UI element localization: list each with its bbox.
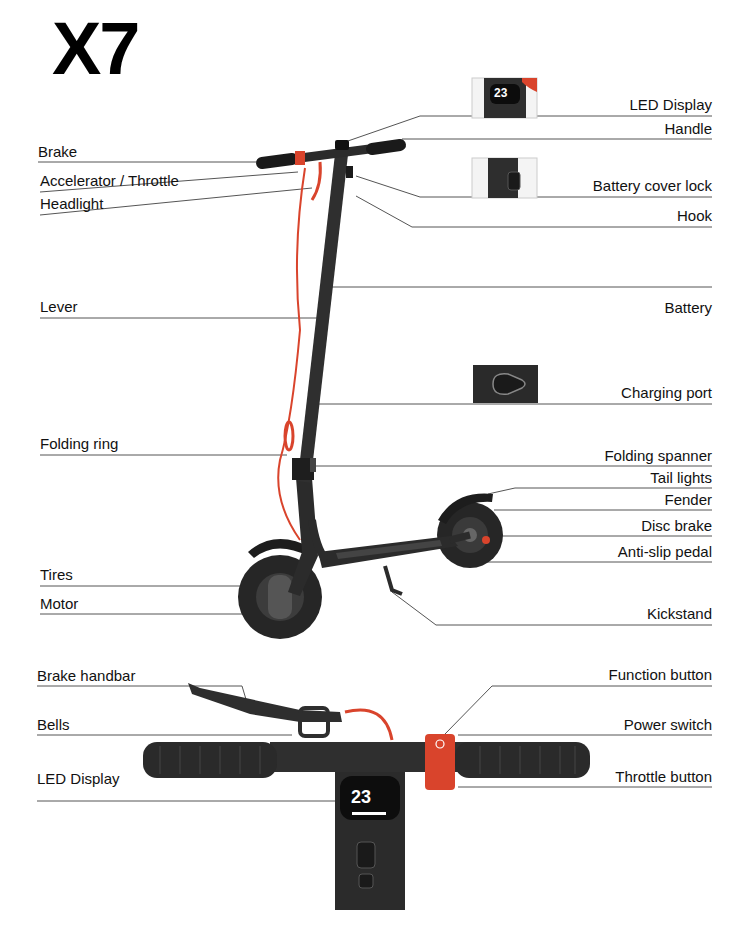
part-label: Charging port (621, 384, 712, 401)
part-label: Bells (37, 716, 70, 733)
part-label: Throttle button (615, 768, 712, 785)
inset-charging-port (473, 365, 538, 403)
part-label: LED Display (37, 770, 120, 787)
part-label: Tail lights (650, 469, 712, 486)
part-label: Hook (677, 207, 712, 224)
part-label: Accelerator / Throttle (40, 172, 179, 189)
part-label: Headlight (40, 195, 103, 212)
inset-cover-lock (472, 158, 537, 198)
part-label: LED Display (629, 96, 712, 113)
part-label: Folding spanner (604, 447, 712, 464)
part-label: Power switch (624, 716, 712, 733)
part-label: Handle (664, 120, 712, 137)
part-label: Folding ring (40, 435, 118, 452)
inset-display (472, 78, 537, 118)
display-reading: 23 (351, 787, 371, 807)
part-label: Brake (38, 143, 77, 160)
title: X7 (52, 6, 139, 92)
part-label: Kickstand (647, 605, 712, 622)
part-label: Brake handbar (37, 667, 135, 684)
leader-lines (37, 116, 712, 801)
part-label: Disc brake (641, 517, 712, 534)
part-label: Motor (40, 595, 78, 612)
part-label: Fender (664, 491, 712, 508)
part-label: Lever (40, 298, 78, 315)
part-label: Function button (609, 666, 712, 683)
scooter-drawing (238, 140, 503, 639)
part-label: Battery cover lock (593, 177, 712, 194)
display-reading: 23 (494, 86, 507, 100)
handlebar-closeup (143, 683, 590, 910)
part-label: Anti-slip pedal (618, 543, 712, 560)
part-label: Battery (664, 299, 712, 316)
part-label: Tires (40, 566, 73, 583)
